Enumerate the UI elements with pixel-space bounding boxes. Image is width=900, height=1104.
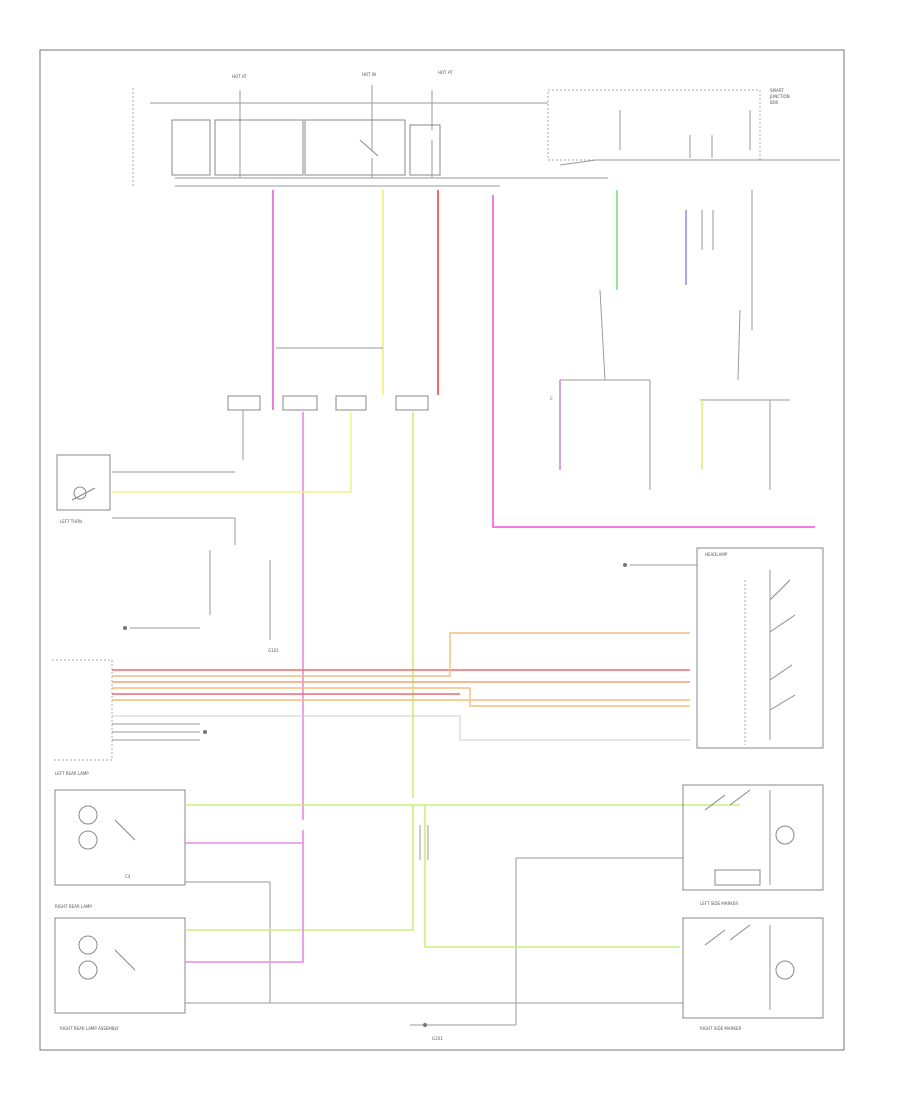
svg-text:RIGHT REAR LAMP: RIGHT REAR LAMP [55, 904, 92, 909]
svg-text:RIGHT REAR LAMP ASSEMBLY: RIGHT REAR LAMP ASSEMBLY [60, 1026, 119, 1031]
wire-pink-5 [185, 830, 304, 963]
smart-junction-box: SMART JUNCTION BOX [547, 88, 840, 166]
svg-text:HEADLAMP: HEADLAMP [705, 552, 728, 557]
svg-text:JUNCTION: JUNCTION [769, 94, 790, 99]
svg-text:RIGHT SIDE MARKER: RIGHT SIDE MARKER [700, 1026, 741, 1031]
left-marker-lamp: LEFT SIDE MARKER [515, 784, 824, 1025]
power-distribution-block: HOT AT HOT IN HOT AT [132, 70, 608, 188]
left-turn-lamp: LEFT TURN [56, 454, 236, 545]
svg-text:LEFT REAR LAMP: LEFT REAR LAMP [55, 771, 89, 776]
wire-green-4 [185, 805, 414, 931]
svg-text:LEFT SIDE MARKER: LEFT SIDE MARKER [700, 901, 738, 906]
diagram-frame [39, 49, 845, 1051]
ground-symbol: G101 [410, 1023, 516, 1041]
switch-labels: G101 [123, 550, 279, 653]
left-rear-lamp: LEFT REAR LAMP C4 [54, 771, 186, 886]
wire-yellow-2 [112, 412, 352, 493]
svg-text:SMART: SMART [770, 88, 784, 93]
svg-text:HOT IN: HOT IN [362, 72, 376, 77]
bcm-harness [52, 632, 690, 761]
svg-text:G101: G101 [432, 1036, 443, 1041]
headlamp-switch: HEADLAMP [623, 547, 824, 749]
svg-text:G101: G101 [268, 648, 279, 653]
right-rear-lamp: RIGHT REAR LAMP RIGHT REAR LAMP ASSEMBLY [54, 904, 186, 1031]
right-upper-circuits: C [550, 190, 790, 490]
svg-text:C: C [550, 396, 553, 401]
svg-text:C4: C4 [125, 874, 131, 879]
svg-text:LEFT TURN: LEFT TURN [60, 519, 82, 524]
right-marker-lamp: RIGHT SIDE MARKER [682, 917, 824, 1031]
svg-text:HOT AT: HOT AT [438, 70, 453, 75]
svg-text:HOT AT: HOT AT [232, 74, 247, 79]
svg-text:BOX: BOX [770, 100, 779, 105]
connector-row [227, 395, 429, 460]
wire-green-3 [424, 805, 680, 948]
wire-pink-2 [492, 195, 815, 528]
